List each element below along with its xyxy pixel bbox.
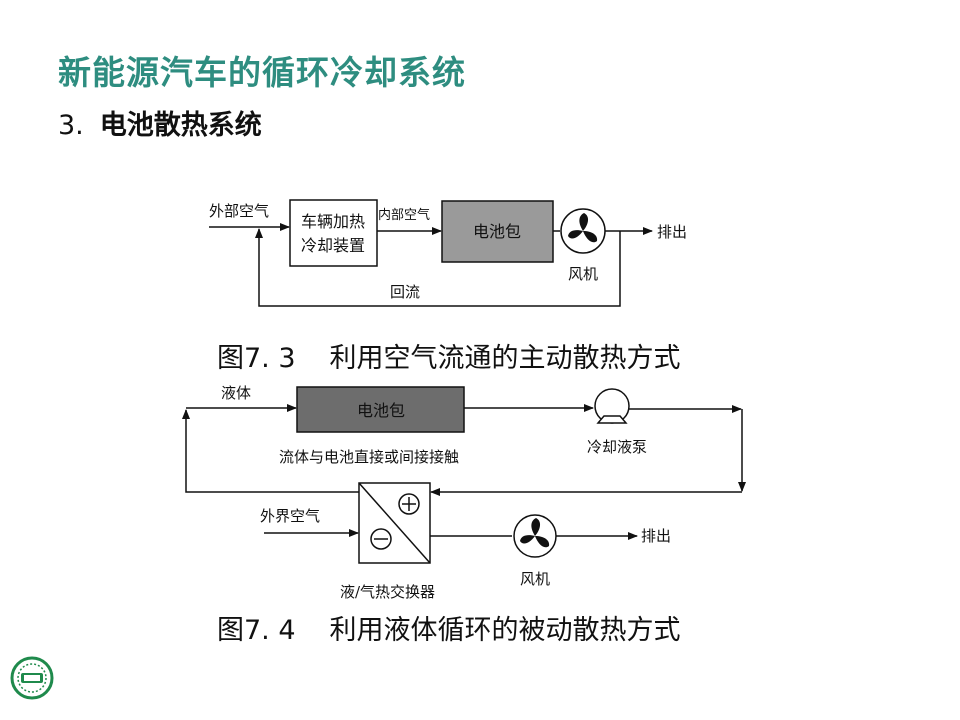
label-battery-pack-1: 电池包 <box>473 222 521 241</box>
battery-pack-box-1 <box>441 200 554 263</box>
pump-icon <box>594 388 630 424</box>
label-battery-pack-2: 电池包 <box>357 401 405 420</box>
plus-circle-icon <box>398 493 420 515</box>
figure-air-cooling: 外部空气 车辆加热 冷却装置 内部空气 电池包 风机 排出 回流 <box>209 199 687 307</box>
return-flow-line <box>255 228 621 307</box>
battery-pack-box-2 <box>296 386 465 433</box>
heat-exchanger-box <box>358 482 431 564</box>
figure1-caption-text: 利用空气流通的主动散热方式 <box>329 343 681 374</box>
figure2-caption: 图7. 4 利用液体循环的被动散热方式 <box>217 608 681 647</box>
slide-title: 新能源汽车的循环冷却系统 <box>58 53 466 92</box>
minus-circle-icon <box>370 528 392 550</box>
label-return-flow: 回流 <box>390 283 420 301</box>
label-fan-1: 风机 <box>568 265 598 283</box>
cooling-device-box <box>289 199 378 267</box>
figure-liquid-cooling: 液体 电池包 流体与电池直接或间接接触 冷却液泵 <box>182 384 746 601</box>
section-number: 3. <box>58 110 84 141</box>
section-title: 电池散热系统 <box>99 110 262 141</box>
figure1-caption-number: 图7. 3 <box>217 343 296 374</box>
label-cooling-device-line1: 车辆加热 <box>301 212 365 231</box>
label-heat-exchanger: 液/气热交换器 <box>340 583 435 601</box>
figure2-caption-text: 利用液体循环的被动散热方式 <box>329 615 681 646</box>
label-outside-air: 外部空气 <box>209 202 269 220</box>
fan-icon <box>560 208 606 254</box>
label-outside-air-2: 外界空气 <box>260 507 320 525</box>
figure2-caption-number: 图7. 4 <box>217 615 296 646</box>
label-cooling-device-line2: 冷却装置 <box>301 236 365 255</box>
figure1-caption: 图7. 3 利用空气流通的主动散热方式 <box>217 336 681 375</box>
section-heading: 3. 电池散热系统 <box>58 103 262 142</box>
label-contact-note: 流体与电池直接或间接接触 <box>279 448 459 466</box>
label-coolant-pump: 冷却液泵 <box>587 438 647 456</box>
label-exhaust-1: 排出 <box>657 223 687 241</box>
org-logo-icon <box>10 656 54 700</box>
fan-icon <box>513 514 557 558</box>
label-exhaust-2: 排出 <box>641 527 671 545</box>
label-inside-air: 内部空气 <box>378 207 430 223</box>
label-fan-2: 风机 <box>520 570 550 588</box>
label-liquid: 液体 <box>221 384 251 402</box>
line-left-up <box>182 409 359 493</box>
